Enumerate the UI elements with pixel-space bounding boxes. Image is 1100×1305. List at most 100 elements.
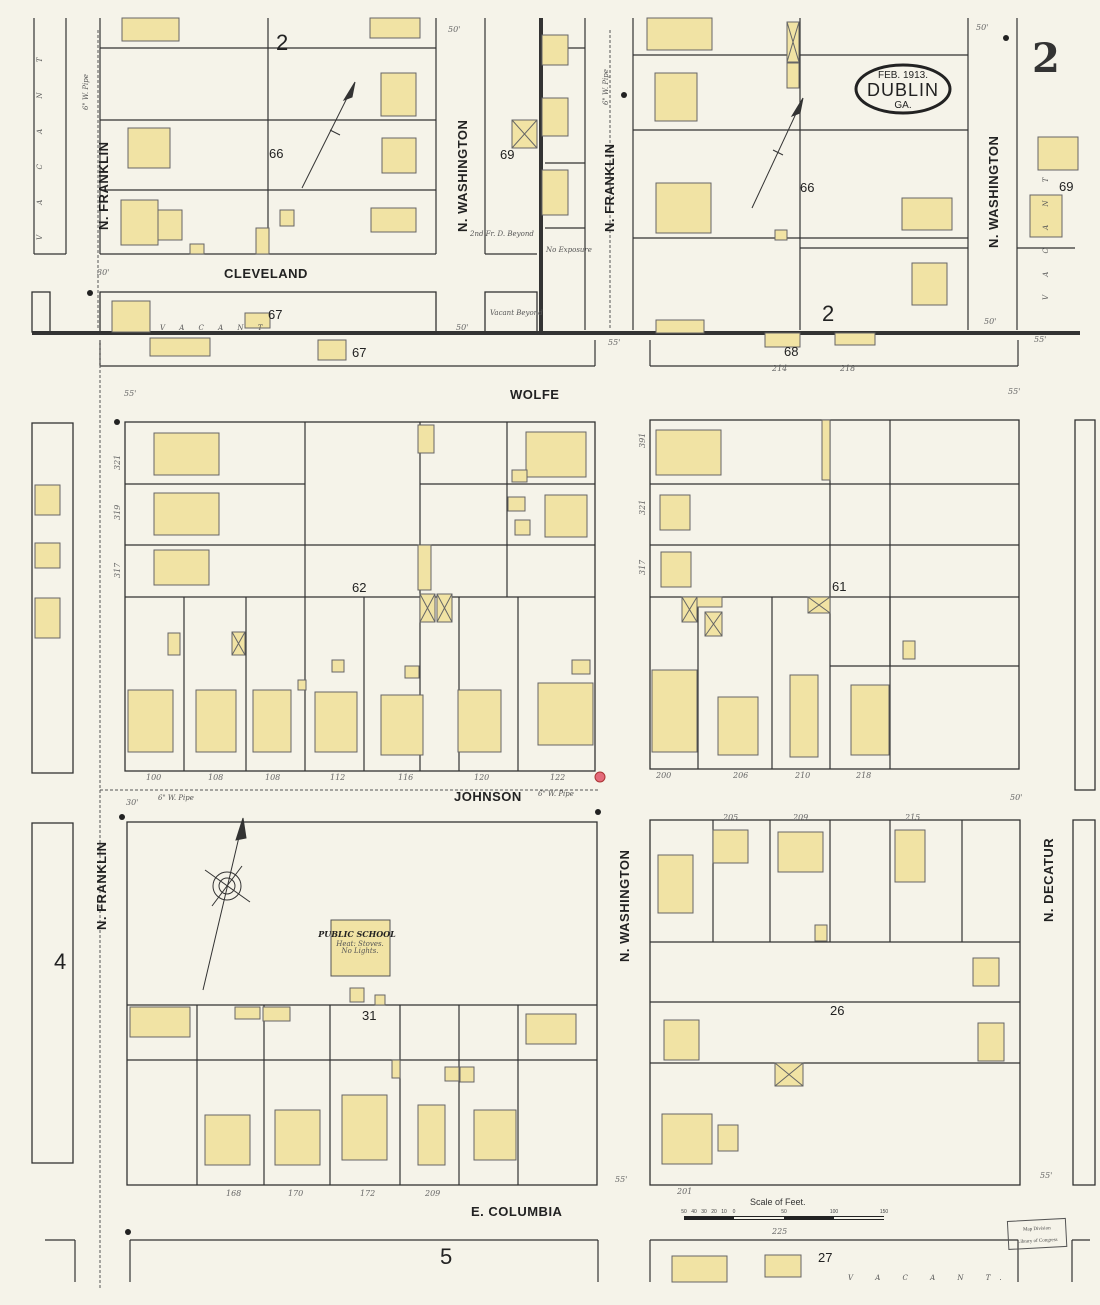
frame-dwelling xyxy=(850,684,890,756)
map-date: FEB. 1913. xyxy=(878,70,928,81)
block-number: 26 xyxy=(830,1003,844,1018)
shed-cross xyxy=(419,593,436,623)
adjoining-sheet-ref: 2 xyxy=(276,30,288,55)
house-number: 319 xyxy=(113,505,122,520)
frame-dwelling xyxy=(153,549,210,586)
block-number: 61 xyxy=(832,579,846,594)
frame-dwelling xyxy=(380,694,424,756)
frame-dwelling xyxy=(127,127,171,169)
frame-dwelling xyxy=(712,829,749,864)
block-outline xyxy=(31,822,74,1164)
school-lights: No Lights. xyxy=(340,947,378,955)
frame-dwelling xyxy=(149,337,211,357)
frame-dwelling xyxy=(654,72,698,122)
frame-dwelling xyxy=(507,496,526,512)
frame-dwelling xyxy=(525,431,587,478)
title-cartouche: FEB. 1913. DUBLIN GA. xyxy=(854,63,952,115)
frame-dwelling xyxy=(525,1013,577,1045)
block-outline xyxy=(99,291,437,333)
house-number: 218 xyxy=(839,364,855,373)
frame-dwelling xyxy=(234,1006,261,1020)
hydrant-dot-icon xyxy=(595,809,601,815)
frame-dwelling xyxy=(120,199,159,246)
shed-cross xyxy=(681,596,698,623)
adjoining-sheet-ref: 5 xyxy=(440,1244,452,1269)
public-school: PUBLIC SCHOOL Heat: Stoves. No Lights. xyxy=(317,919,396,977)
house-number: 168 xyxy=(226,1189,241,1198)
hydrant-dot-icon xyxy=(125,1229,131,1235)
frame-dwelling xyxy=(717,696,759,756)
scale-tick: 20 xyxy=(711,1209,717,1215)
frame-dwelling xyxy=(777,831,824,873)
scale-tick: 0 xyxy=(733,1209,736,1215)
street-label-n-washington: N. WASHINGTON xyxy=(455,120,470,232)
block-outline xyxy=(31,422,74,774)
block-number: 67 xyxy=(352,345,366,360)
adjoining-sheet-ref: 4 xyxy=(54,949,66,974)
shed-cross xyxy=(807,596,831,614)
scale-tick: 40 xyxy=(691,1209,697,1215)
frame-dwelling xyxy=(331,659,345,673)
street-width: 55' xyxy=(608,338,620,347)
frame-dwelling xyxy=(651,669,698,753)
frame-dwelling xyxy=(659,494,691,531)
street-label-n-franklin: N. FRANKLIN xyxy=(602,143,617,232)
scale-title: Scale of Feet. xyxy=(750,1197,806,1207)
buildings xyxy=(34,17,1079,1283)
street-width: 50' xyxy=(448,25,460,34)
street-label-n-franklin: N. FRANKLIN xyxy=(94,841,109,930)
street-width: 55' xyxy=(615,1175,627,1184)
frame-dwelling xyxy=(901,197,953,231)
street-width: 55' xyxy=(1034,335,1046,344)
frame-dwelling xyxy=(660,551,692,588)
frame-dwelling xyxy=(457,689,502,753)
vacant-note: V A C A N T. xyxy=(848,1274,1012,1282)
frame-dwelling xyxy=(655,429,722,476)
house-number: 201 xyxy=(676,1187,692,1196)
frame-dwelling xyxy=(655,182,712,234)
frame-dwelling xyxy=(417,544,432,591)
shed-cross xyxy=(774,1062,804,1087)
frame-dwelling xyxy=(34,597,61,639)
frame-dwelling xyxy=(511,469,528,483)
block-outline xyxy=(649,419,1020,770)
street-width: 50' xyxy=(976,23,988,32)
street-width: 30' xyxy=(97,268,109,277)
hydrant-dot-icon xyxy=(87,290,93,296)
house-number: 209 xyxy=(792,813,808,822)
frame-dwelling xyxy=(297,679,307,691)
hydrant-dot-icon xyxy=(114,419,120,425)
school-heat: Heat: Stoves. xyxy=(335,940,384,948)
frame-dwelling xyxy=(195,689,237,753)
hydrant-dot-icon xyxy=(621,92,627,98)
frame-dwelling xyxy=(274,1109,321,1166)
frame-dwelling xyxy=(911,262,948,306)
house-number: 317 xyxy=(638,559,647,575)
street-label-n-decatur: N. DECATUR xyxy=(1041,838,1056,922)
frame-dwelling xyxy=(121,17,180,42)
shed-cross xyxy=(704,611,723,637)
block-number: 69 xyxy=(1059,179,1073,194)
frame-dwelling xyxy=(34,542,61,569)
street-width: 30' xyxy=(126,798,138,807)
frame-dwelling xyxy=(657,854,694,914)
frame-dwelling xyxy=(262,1006,291,1022)
house-number: 218 xyxy=(855,771,871,780)
frame-dwelling xyxy=(537,682,594,746)
frame-dwelling xyxy=(717,1124,739,1152)
street-width: 55' xyxy=(124,389,136,398)
frame-dwelling xyxy=(244,312,271,329)
street-width: 55' xyxy=(1040,1171,1052,1180)
street-label-n-franklin: N. FRANKLIN xyxy=(96,141,111,230)
frame-dwelling xyxy=(814,924,828,942)
stamp-line: Map Division xyxy=(1023,1226,1051,1232)
frame-dwelling xyxy=(317,339,347,361)
scale-tick: 100 xyxy=(830,1209,839,1215)
sheet-number: 2 xyxy=(1032,35,1060,82)
frame-dwelling xyxy=(341,1094,388,1161)
block-outline xyxy=(1072,819,1096,1186)
frame-dwelling xyxy=(696,596,723,608)
